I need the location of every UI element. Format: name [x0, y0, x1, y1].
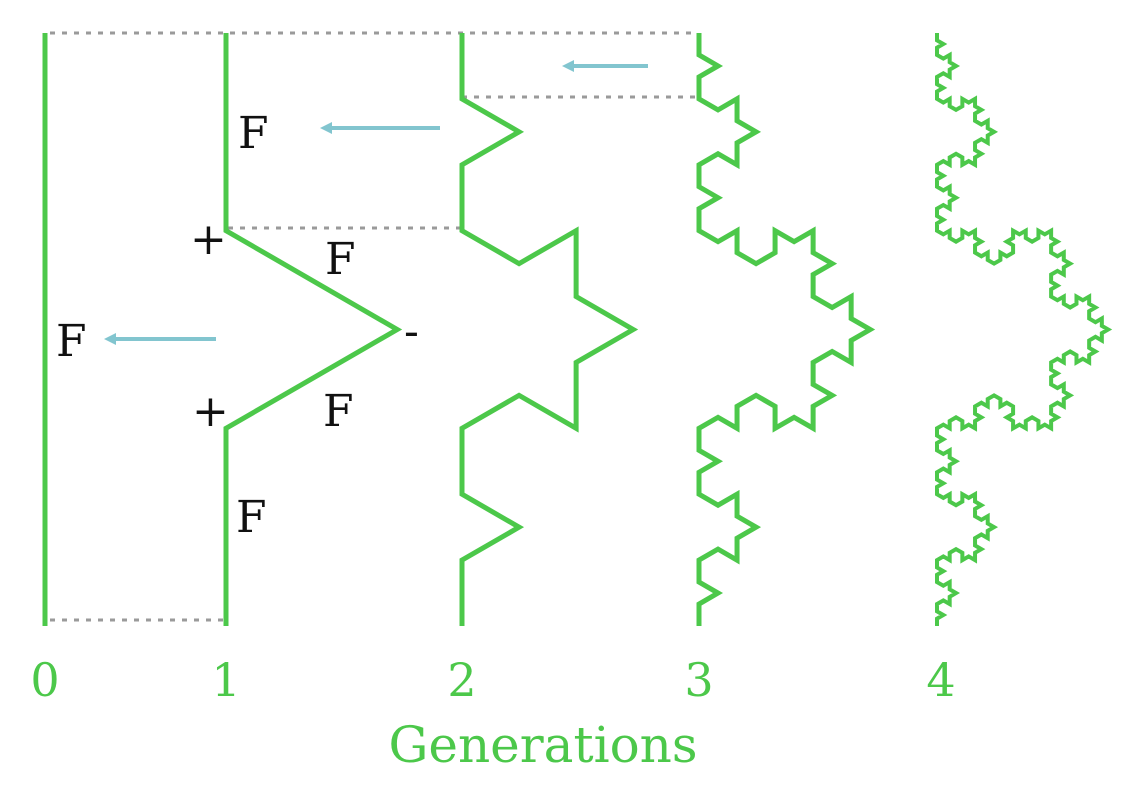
symbol-plus-gen1-lower: + — [192, 386, 229, 437]
generation-label-0: 0 — [30, 653, 59, 707]
generation-label-3: 3 — [684, 653, 713, 707]
koch-curve-generation-4 — [935, 33, 1113, 626]
koch-curve-generation-2 — [459, 33, 639, 626]
lsystem-symbols: F F + F - + F F — [56, 108, 419, 543]
symbol-f-gen0: F — [56, 316, 87, 367]
generation-label-2: 2 — [447, 653, 476, 707]
arrows — [104, 60, 648, 345]
generation-label-4: 4 — [926, 653, 955, 707]
symbol-f-gen1-lower-diagonal: F — [323, 386, 354, 437]
koch-curve-generation-3 — [696, 33, 876, 626]
generation-label-1: 1 — [211, 653, 240, 707]
symbol-f-gen1-top: F — [238, 108, 269, 159]
generations-caption: Generations — [388, 716, 697, 774]
dotted-guides — [50, 31, 696, 622]
generation-labels: 0 1 2 3 4 — [30, 653, 955, 707]
symbol-f-gen1-upper-diagonal: F — [325, 234, 356, 285]
koch-curve-generation-1 — [223, 33, 403, 626]
symbol-plus-gen1-upper: + — [190, 214, 227, 265]
koch-curves — [42, 33, 1113, 626]
symbol-minus-gen1: - — [404, 306, 419, 357]
symbol-f-gen1-bottom: F — [236, 492, 267, 543]
